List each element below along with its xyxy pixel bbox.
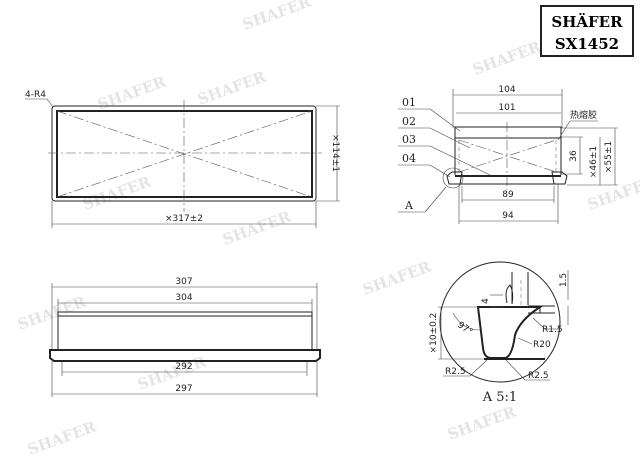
watermark: SHAFER [360,257,434,298]
part-03: 03 [402,133,416,146]
top-view: 4-R4 ×317±2 ×114±1 [25,90,340,228]
detail-view: 4 1.5 ×10±0.2 97° R1.5 R20 R2.5 R2.5 A 5… [429,261,569,405]
dim-101: 101 [498,103,515,113]
corner-radius-label: 4-R4 [25,90,46,100]
dim-1-5: 1.5 [559,273,569,287]
dim-36: 36 [569,150,579,162]
dim-304: 304 [175,293,192,303]
part-04: 04 [402,152,416,165]
dim-297: 297 [175,384,192,394]
watermark: SHAFER [135,352,209,393]
width-dimension: ×114±1 [330,134,340,172]
dim-4: 4 [481,298,491,304]
watermark: SHAFER [95,72,169,113]
dim-89: 89 [502,190,514,200]
watermark: SHAFER [80,172,154,213]
dim-292: 292 [175,362,192,372]
watermark: SHAFER [220,207,294,248]
watermark: SHAFER [195,67,269,108]
brand-logo: SHÄFER [551,12,623,31]
dim-307: 307 [175,277,192,287]
r2-5-right-label: R2.5 [528,371,549,381]
r2-5-left-label: R2.5 [445,367,466,377]
watermark: SHAFER [25,417,99,458]
front-view: 307 304 292 297 [49,277,321,397]
dim-55: ×55±1 [604,141,614,173]
hot-melt-label: 热熔胶 [570,109,597,121]
detail-reference: A [404,199,414,212]
part-02: 02 [402,115,416,128]
part-01: 01 [402,96,416,109]
dim-104: 104 [498,85,515,95]
part-number: SX1452 [555,35,619,53]
detail-title: A 5:1 [482,390,517,405]
r20-label: R20 [533,340,551,350]
dim-94: 94 [502,211,514,221]
section-view: 104 101 89 94 36 ×46±1 ×55±1 热熔胶 01 02 0… [398,85,618,224]
dim-46: ×46±1 [589,146,599,178]
dim-height-10: ×10±0.2 [429,313,439,354]
length-dimension: ×317±2 [165,214,203,224]
watermark: SHAFER [470,37,544,78]
watermark: SHAFER [240,0,314,34]
logo-box: SHÄFER SX1452 [540,5,634,57]
r1-5-label: R1.5 [542,325,563,335]
watermarks: SHAFER SHAFER SHAFER SHAFER SHAFER SHAFE… [15,0,640,459]
angle-97: 97° [455,320,474,337]
watermark: SHAFER [445,402,519,443]
